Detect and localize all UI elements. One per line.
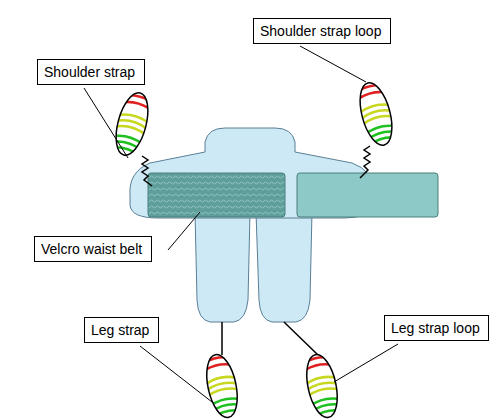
callout-box: Leg strap loop	[384, 315, 489, 341]
callout-label: Velcro waist belt	[41, 240, 145, 258]
callout-box: Shoulder strap loop	[253, 18, 391, 44]
callout-label: Leg strap loop	[391, 319, 482, 337]
callout-box: Shoulder strap	[37, 59, 145, 85]
callout-label: Shoulder strap loop	[260, 22, 384, 40]
callout-label: Leg strap	[91, 321, 152, 339]
callout-label: Shoulder strap	[44, 63, 138, 81]
callout-box: Velcro waist belt	[34, 236, 152, 262]
callout-box: Leg strap	[84, 317, 159, 343]
